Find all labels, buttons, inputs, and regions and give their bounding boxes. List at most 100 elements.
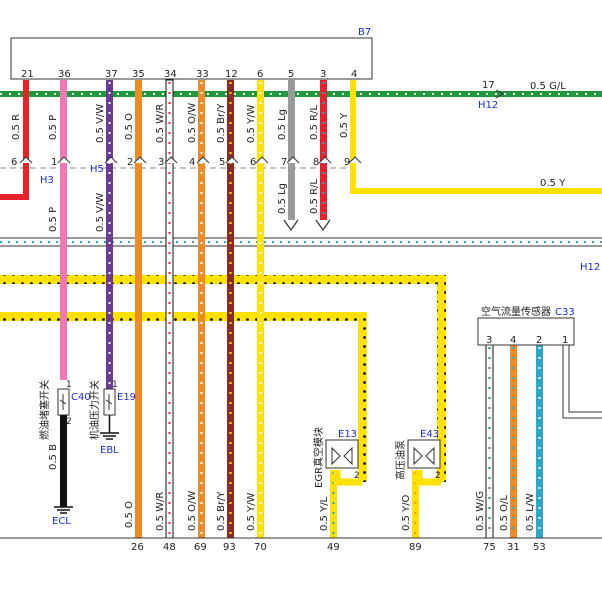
b7-pin: 34: [164, 69, 177, 80]
connector-b7-box: [10, 37, 373, 80]
wire-blue-white: [536, 345, 543, 538]
wire-black-b: [60, 415, 67, 507]
wire-label: 0.5 Y: [339, 112, 350, 138]
wire-yellow-white: [257, 80, 264, 538]
inline-pin: 2: [127, 157, 133, 168]
wire-label: 0.5 R/L: [309, 179, 320, 214]
wire-label: 0.5 O/W: [187, 491, 198, 531]
inline-pin: 8: [313, 157, 319, 168]
wire-label: 0.5 Lg: [277, 109, 288, 140]
component-e43-body: [407, 439, 441, 469]
b7-pin: 12: [225, 69, 238, 80]
wire-labels-mid: 0.5 P 0.5 V/W 0.5 Lg 0.5 R/L: [48, 179, 320, 232]
inline-pin: 9: [344, 157, 350, 168]
connector-h12-pin: 17: [482, 80, 495, 91]
connector-h12-top-label: H12: [478, 100, 498, 111]
wire-c33-pin1-inner: [568, 345, 602, 413]
c33-pin: 3: [486, 335, 492, 346]
wire-label: 0.5 O/L: [499, 495, 510, 531]
bottom-number: 26: [131, 542, 144, 553]
wire-g-l-horizontal: [0, 91, 602, 97]
wire-label: 0.5 R: [11, 114, 22, 140]
bottom-number: 48: [163, 542, 176, 553]
wire-label: 0.5 V/W: [95, 104, 106, 143]
wire-c33-pin1: [562, 345, 602, 419]
ground-ecl-label: ECL: [52, 516, 71, 527]
wire-label: 0.5 Y/L: [319, 496, 330, 531]
wire-label: 0.5 Y/W: [246, 104, 257, 143]
c33-pin: 4: [510, 335, 516, 346]
wire-orange-blue: [510, 345, 517, 538]
inline-pin: 5: [219, 157, 225, 168]
wire-labels-top: 0.5 R 0.5 P 0.5 V/W 0.5 O 0.5 W/R 0.5 O/…: [11, 103, 350, 143]
b7-pin: 6: [257, 69, 263, 80]
bottom-number: 93: [223, 542, 236, 553]
component-c33-name: 空气流量传感器: [481, 305, 551, 318]
connector-h12-right-label: H12: [580, 262, 600, 273]
wire-label: 0.5 L/W: [525, 493, 536, 531]
component-e13-body: [325, 439, 359, 469]
c33-pin: 1: [562, 335, 568, 346]
b7-pin: 21: [21, 69, 34, 80]
wire-violet-vw: [106, 80, 113, 390]
b7-pin: 33: [196, 69, 209, 80]
bottom-number: 31: [507, 542, 520, 553]
e43-pin: 2: [435, 471, 441, 481]
wire-e13-link: [333, 470, 362, 486]
switch-icon: [59, 394, 67, 410]
bottom-number: 75: [483, 542, 496, 553]
b7-pin: 5: [288, 69, 294, 80]
connector-e43-label: E43: [420, 429, 439, 440]
wire-red-r: [23, 80, 29, 200]
wire-label: 0.5 V/W: [95, 193, 106, 232]
b7-pin: 37: [105, 69, 118, 80]
bottom-number: 49: [327, 542, 340, 553]
bottom-number: 89: [409, 542, 422, 553]
connector-h3-label: H3: [40, 175, 54, 186]
switch-icon: [105, 394, 113, 410]
connector-h5-label: H5: [90, 164, 104, 175]
component-e19-name: 机油压力开关: [88, 380, 101, 440]
wire-label-b: 0.5 B: [48, 444, 59, 470]
ground-ebl-label: EBL: [100, 445, 119, 456]
bottom-number: 69: [194, 542, 207, 553]
b7-pin: 36: [58, 69, 71, 80]
wire-yellow-y-horizontal: [350, 188, 602, 194]
wire-label: 0.5 O: [124, 501, 135, 528]
b7-pin: 35: [132, 69, 145, 80]
wire-yellow-band-1-down: [437, 275, 446, 482]
bottom-number: 53: [533, 542, 546, 553]
wire-label: 0.5 W/G: [475, 491, 486, 531]
wire-label: 0.5 Y/W: [246, 492, 257, 531]
wire-label-mid-y: 0.5 Y: [540, 178, 566, 189]
inline-pin: 4: [189, 157, 195, 168]
b7-pin: 3: [320, 69, 326, 80]
wire-yellow-band-1: [0, 275, 446, 284]
valve-icon: [331, 446, 353, 466]
component-e43-name: 高压油泵: [394, 440, 407, 480]
b7-pin-labels: 21 36 37 35 34 33 12 6 5 3 4: [21, 69, 357, 80]
wire-yellow-band-2-down: [358, 312, 367, 482]
wire-orange-white: [198, 80, 205, 538]
wire-label: 0.5 Br/Y: [216, 103, 227, 143]
wire-label-g-l: 0.5 G/L: [530, 81, 566, 92]
b7-pin: 4: [351, 69, 357, 80]
wire-orange-o: [135, 80, 142, 538]
inline-connector-pins: [19, 156, 362, 164]
wire-yellow-band-2: [0, 312, 367, 321]
component-c33-body: [477, 317, 575, 346]
wire-white-green: [485, 344, 494, 539]
inline-pin: 7: [281, 157, 287, 168]
ground-ecl-icon: [54, 506, 73, 514]
wire-pink-p: [60, 80, 67, 380]
inline-pin: 3: [158, 157, 164, 168]
wire-label: 0.5 P: [48, 207, 59, 232]
wire-red-r-horizontal: [0, 194, 29, 200]
ground-ebl-icon: [100, 432, 119, 440]
inline-pin: 1: [51, 157, 57, 168]
connector-h12-arrow-icon: [495, 89, 505, 99]
inline-pin: 6: [250, 157, 256, 168]
component-e13-name: EGR真空模块: [312, 427, 325, 488]
connector-c40-label: C40: [71, 392, 91, 403]
wire-label: 0.5 W/R: [155, 492, 166, 531]
